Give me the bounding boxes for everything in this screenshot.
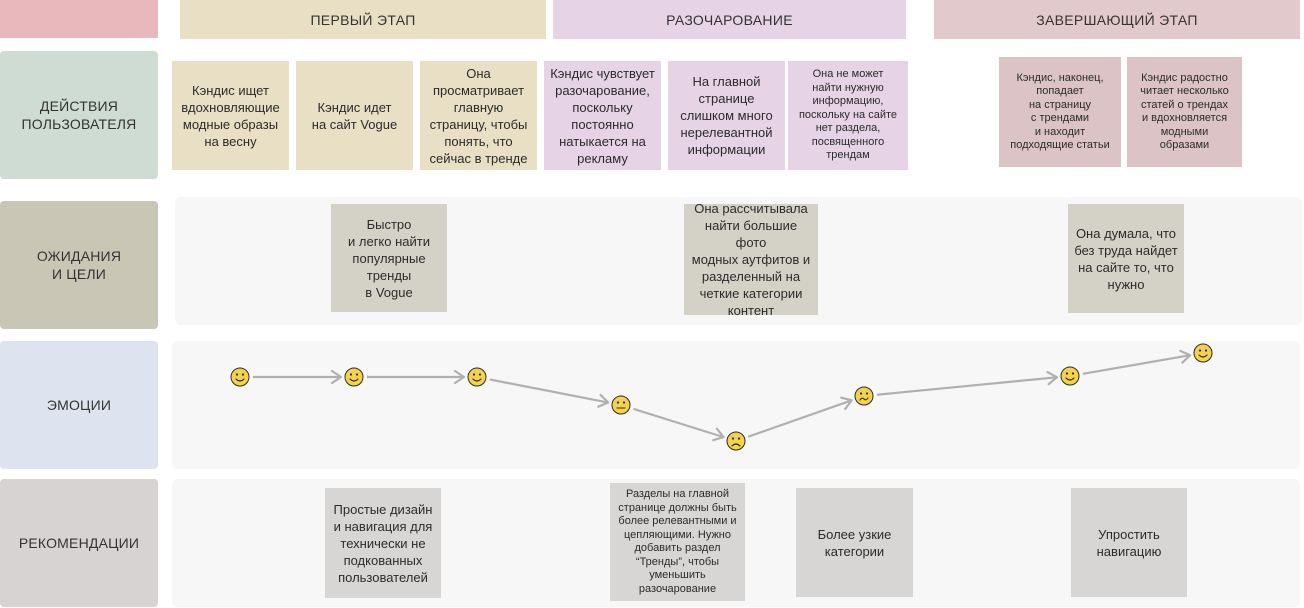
- row-label-emotions: ЭМОЦИИ: [0, 341, 158, 469]
- recommendation-card: Упростить навигацию: [1071, 488, 1187, 597]
- recommendation-card: Разделы на главной странице должны быть …: [610, 483, 745, 601]
- expectation-card: Она думала, что без труда найдет на сайт…: [1068, 204, 1184, 313]
- corner-cell: [0, 0, 158, 38]
- action-card: Кэндис ищет вдохновляющие модные образы …: [172, 61, 289, 170]
- recommendation-card: Более узкие категории: [796, 488, 913, 597]
- row-label-actions: ДЕЙСТВИЯ ПОЛЬЗОВАТЕЛЯ: [0, 51, 158, 179]
- action-card: Она просматривает главную страницу, чтоб…: [420, 61, 537, 170]
- expectation-card: Она рассчитывала найти большие фото модн…: [684, 201, 818, 318]
- stage-first-label: ПЕРВЫЙ ЭТАП: [310, 11, 416, 28]
- action-card: Кэндис чувствует разочарование, поскольк…: [544, 61, 661, 170]
- action-card: На главной странице слишком много нереле…: [668, 61, 785, 170]
- stage-disappointment-label: РАЗОЧАРОВАНИЕ: [666, 11, 793, 28]
- stage-final: ЗАВЕРШАЮЩИЙ ЭТАП: [934, 0, 1300, 39]
- row-label-recommendations: РЕКОМЕНДАЦИИ: [0, 479, 158, 607]
- action-card: Она не может найти нужную информацию, по…: [788, 61, 908, 170]
- row-label-expectations: ОЖИДАНИЯ И ЦЕЛИ: [0, 201, 158, 329]
- action-card: Кэндис идет на сайт Vogue: [296, 61, 413, 170]
- stage-first: ПЕРВЫЙ ЭТАП: [180, 0, 546, 39]
- expectation-card: Быстро и легко найти популярные тренды в…: [331, 204, 447, 312]
- stage-final-label: ЗАВЕРШАЮЩИЙ ЭТАП: [1036, 11, 1198, 28]
- stage-disappointment: РАЗОЧАРОВАНИЕ: [553, 0, 906, 39]
- recommendation-card: Простые дизайн и навигация для техническ…: [325, 488, 441, 598]
- emotions-lane: [172, 341, 1300, 469]
- action-card: Кэндис радостно читает несколько статей …: [1127, 57, 1242, 167]
- action-card: Кэндис, наконец, попадает на страницу с …: [999, 57, 1121, 167]
